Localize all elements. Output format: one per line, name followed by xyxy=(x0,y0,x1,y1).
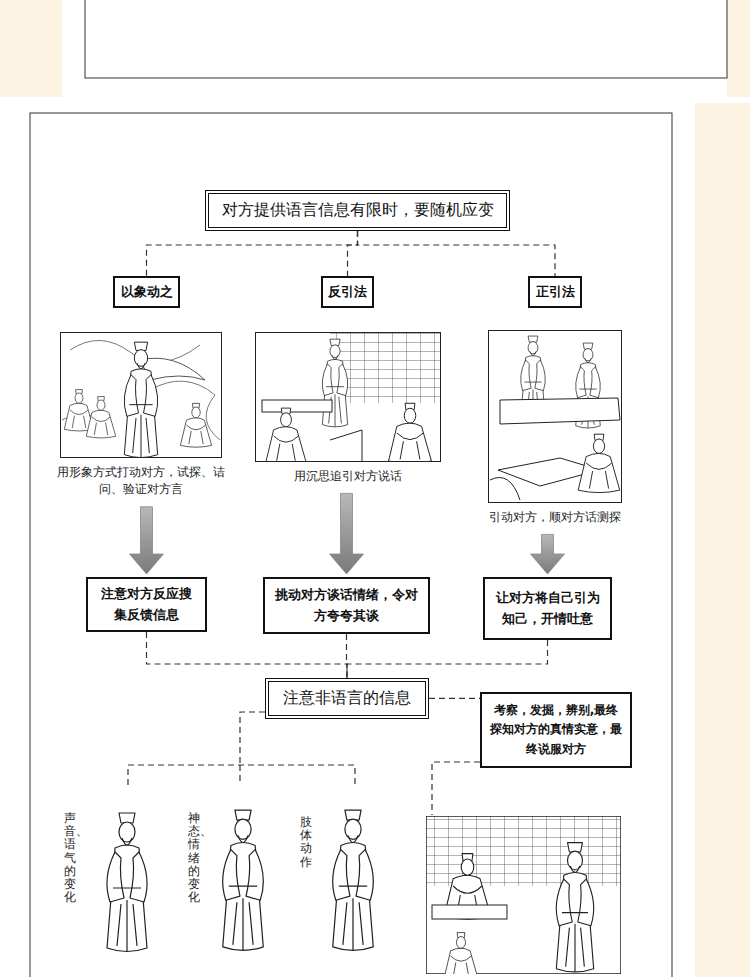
box-text: 注意非语言的信息 xyxy=(283,686,411,711)
block-arrow xyxy=(531,534,565,574)
picture-caption: 用形象方式打动对方，试探、诘问、验证对方言 xyxy=(48,464,234,499)
figure-label: 声音、语气的变化 xyxy=(64,812,76,904)
process-box: 挑动对方谈话情绪，令对方夸夸其谈 xyxy=(263,577,430,634)
box-text: 正引法 xyxy=(536,282,575,302)
picture-caption: 引动对方，顺对方话测探 xyxy=(476,509,634,526)
block-arrow xyxy=(130,507,164,574)
process-box: 以象动之 xyxy=(113,276,180,308)
picture-frame xyxy=(488,330,622,503)
heading-box: 对方提供语言信息有限时，要随机应变 xyxy=(205,190,510,231)
picture-frame xyxy=(60,332,222,458)
picture-frame xyxy=(255,332,441,462)
box-text: 让对方将自己引为知己，开情吐意 xyxy=(491,588,604,628)
box-text: 对方提供语言信息有限时，要随机应变 xyxy=(222,198,494,223)
dashed-connector xyxy=(429,698,480,699)
dashed-connector xyxy=(147,632,348,678)
dashed-connector xyxy=(147,231,358,276)
block-arrow xyxy=(330,493,364,574)
dashed-connector xyxy=(348,231,358,276)
picture-panel: 引动对方，顺对方话测探 xyxy=(488,330,622,526)
process-box: 考察，发掘，辨别,最终探知对方的真情实意，最终说服对方 xyxy=(480,692,632,768)
process-box: 反引法 xyxy=(321,276,374,308)
box-text: 以象动之 xyxy=(121,282,173,302)
box-text: 反引法 xyxy=(328,282,367,302)
picture-panel: 用沉思追引对方说话 xyxy=(255,332,441,485)
picture-caption: 用沉思追引对方说话 xyxy=(243,468,453,485)
heading-box: 注意非语言的信息 xyxy=(265,678,429,719)
process-box: 正引法 xyxy=(528,276,582,308)
picture-panel: 用形象方式打动对方，试探、诘问、验证对方言 xyxy=(60,332,222,499)
dashed-connector xyxy=(347,640,548,678)
box-text: 考察，发掘，辨别,最终探知对方的真情实意，最终说服对方 xyxy=(488,701,624,759)
dashed-connector xyxy=(358,231,556,276)
process-box: 让对方将自己引为知己，开情吐意 xyxy=(483,577,612,640)
process-box: 注意对方反应搜集反馈信息 xyxy=(86,577,207,632)
box-text: 挑动对方谈话情绪，令对方夸夸其谈 xyxy=(272,585,421,625)
box-text: 注意对方反应搜集反馈信息 xyxy=(95,584,198,624)
figure-label: 肢体动作 xyxy=(300,816,312,869)
figure-label: 神态、情绪的变化 xyxy=(188,812,200,904)
